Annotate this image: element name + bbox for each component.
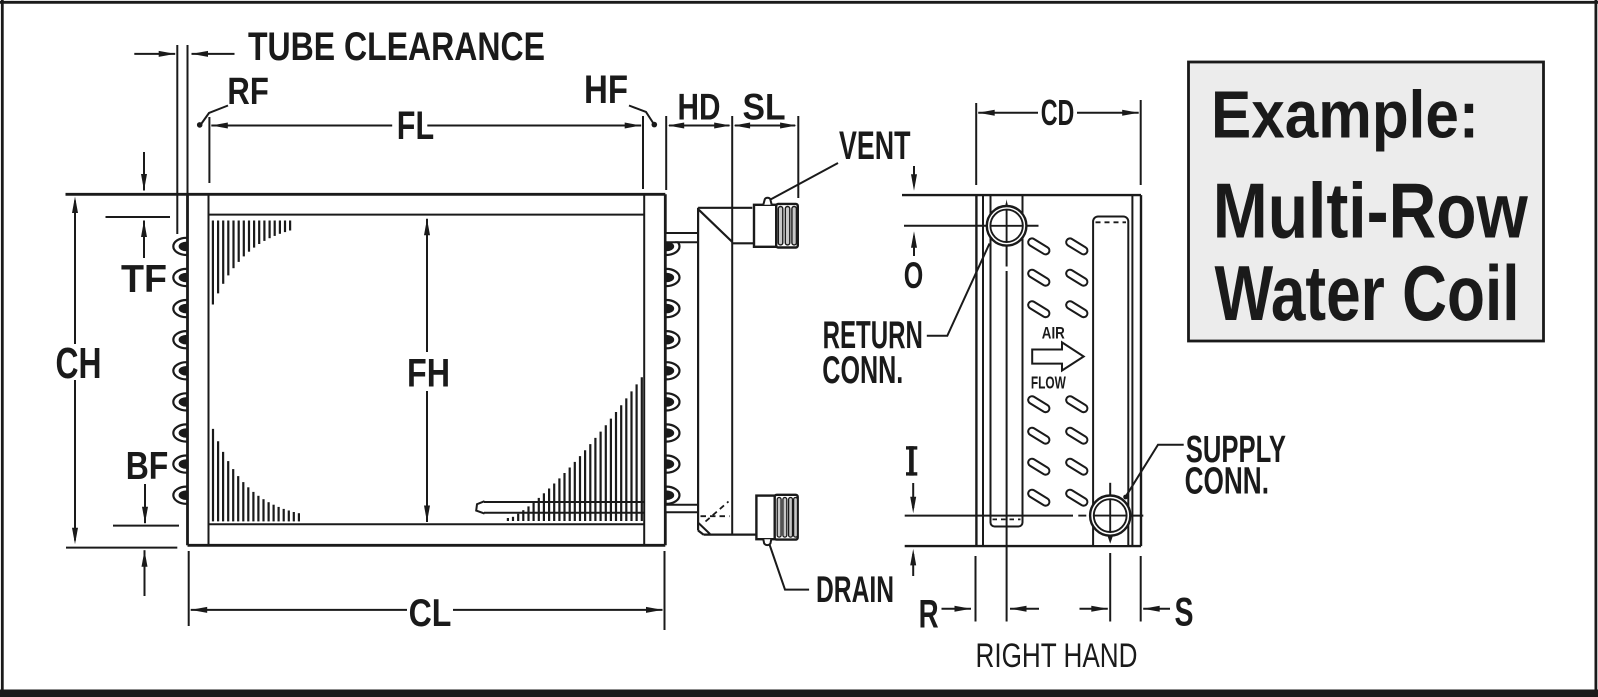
svg-text:S: S — [1175, 591, 1194, 635]
svg-text:O: O — [904, 255, 924, 296]
svg-text:VENT: VENT — [839, 124, 911, 168]
svg-text:CH: CH — [56, 339, 102, 388]
svg-text:DRAIN: DRAIN — [816, 569, 894, 610]
svg-text:RIGHT HAND: RIGHT HAND — [976, 637, 1138, 675]
svg-text:HD: HD — [678, 87, 721, 128]
svg-text:Water Coil: Water Coil — [1215, 249, 1520, 337]
svg-text:SL: SL — [743, 87, 786, 128]
svg-text:TUBE CLEARANCE: TUBE CLEARANCE — [248, 25, 545, 69]
svg-text:TF: TF — [121, 258, 167, 301]
svg-text:FH: FH — [407, 352, 450, 396]
svg-text:SUPPLY: SUPPLY — [1186, 429, 1286, 471]
svg-text:CONN.: CONN. — [1185, 461, 1269, 503]
svg-text:FLOW: FLOW — [1031, 372, 1066, 392]
svg-text:CD: CD — [1041, 92, 1075, 133]
svg-text:CONN.: CONN. — [822, 349, 903, 392]
svg-text:RETURN: RETURN — [823, 314, 923, 357]
svg-text:AIR: AIR — [1042, 323, 1065, 342]
svg-text:RF: RF — [227, 71, 268, 113]
svg-text:Example:: Example: — [1211, 77, 1479, 152]
svg-text:R: R — [919, 593, 939, 637]
svg-text:HF: HF — [584, 68, 628, 112]
svg-text:FL: FL — [397, 104, 434, 148]
svg-text:BF: BF — [126, 445, 169, 488]
svg-text:Multi-Row: Multi-Row — [1213, 167, 1528, 255]
svg-text:CL: CL — [409, 592, 452, 635]
